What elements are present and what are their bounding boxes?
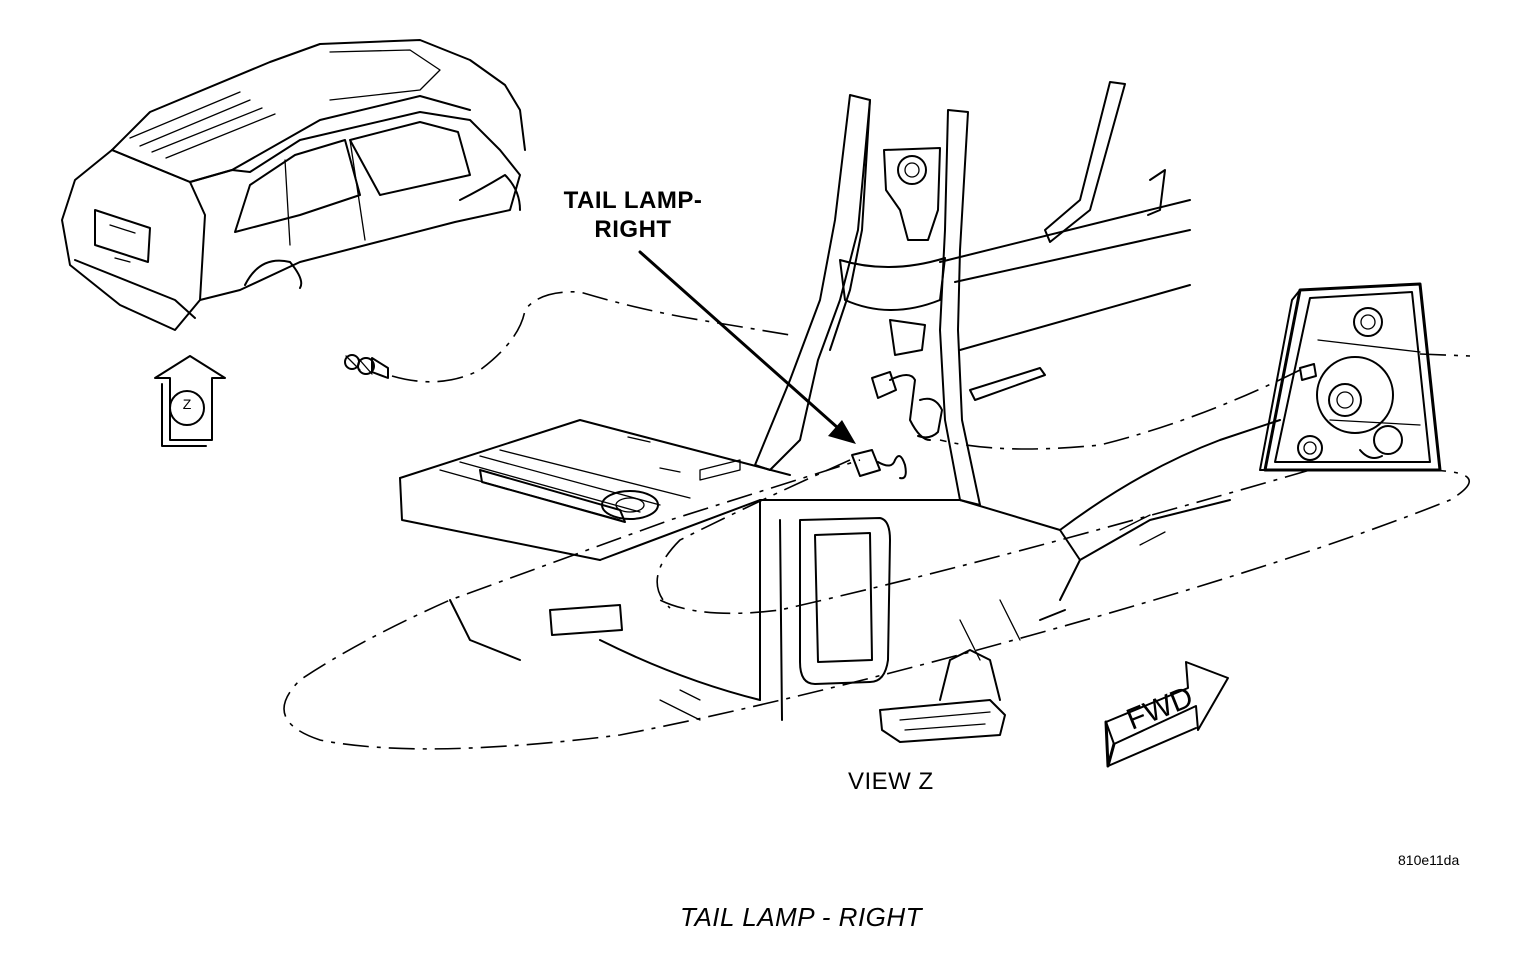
harness-guide [656, 459, 851, 609]
lamp-side-guide [1419, 353, 1471, 357]
figure-caption: TAIL LAMP - RIGHT [680, 902, 923, 932]
view-z-marker-letter: Z [182, 396, 192, 412]
lamp-stud-guide-lower [659, 469, 1311, 615]
callout-leader-arrow [638, 250, 856, 444]
callout-line-1: TAIL LAMP- [563, 187, 703, 214]
figure-id: 810e11da [1398, 852, 1460, 868]
pin-guide-line [391, 291, 791, 383]
view-z-marker [154, 355, 226, 447]
view-z-ellipse [283, 459, 1470, 750]
vehicle-overview [61, 39, 526, 331]
body-structure [399, 81, 1281, 743]
view-label: VIEW Z [848, 768, 934, 795]
push-pin-fastener [344, 354, 389, 379]
tail-lamp-assembly [1259, 282, 1442, 472]
fwd-direction-arrow [1104, 661, 1229, 768]
lamp-stud-guide-upper [939, 369, 1301, 450]
callout-line-2: RIGHT [594, 216, 672, 243]
tail-lamp-callout: TAIL LAMP- RIGHT [548, 186, 718, 244]
